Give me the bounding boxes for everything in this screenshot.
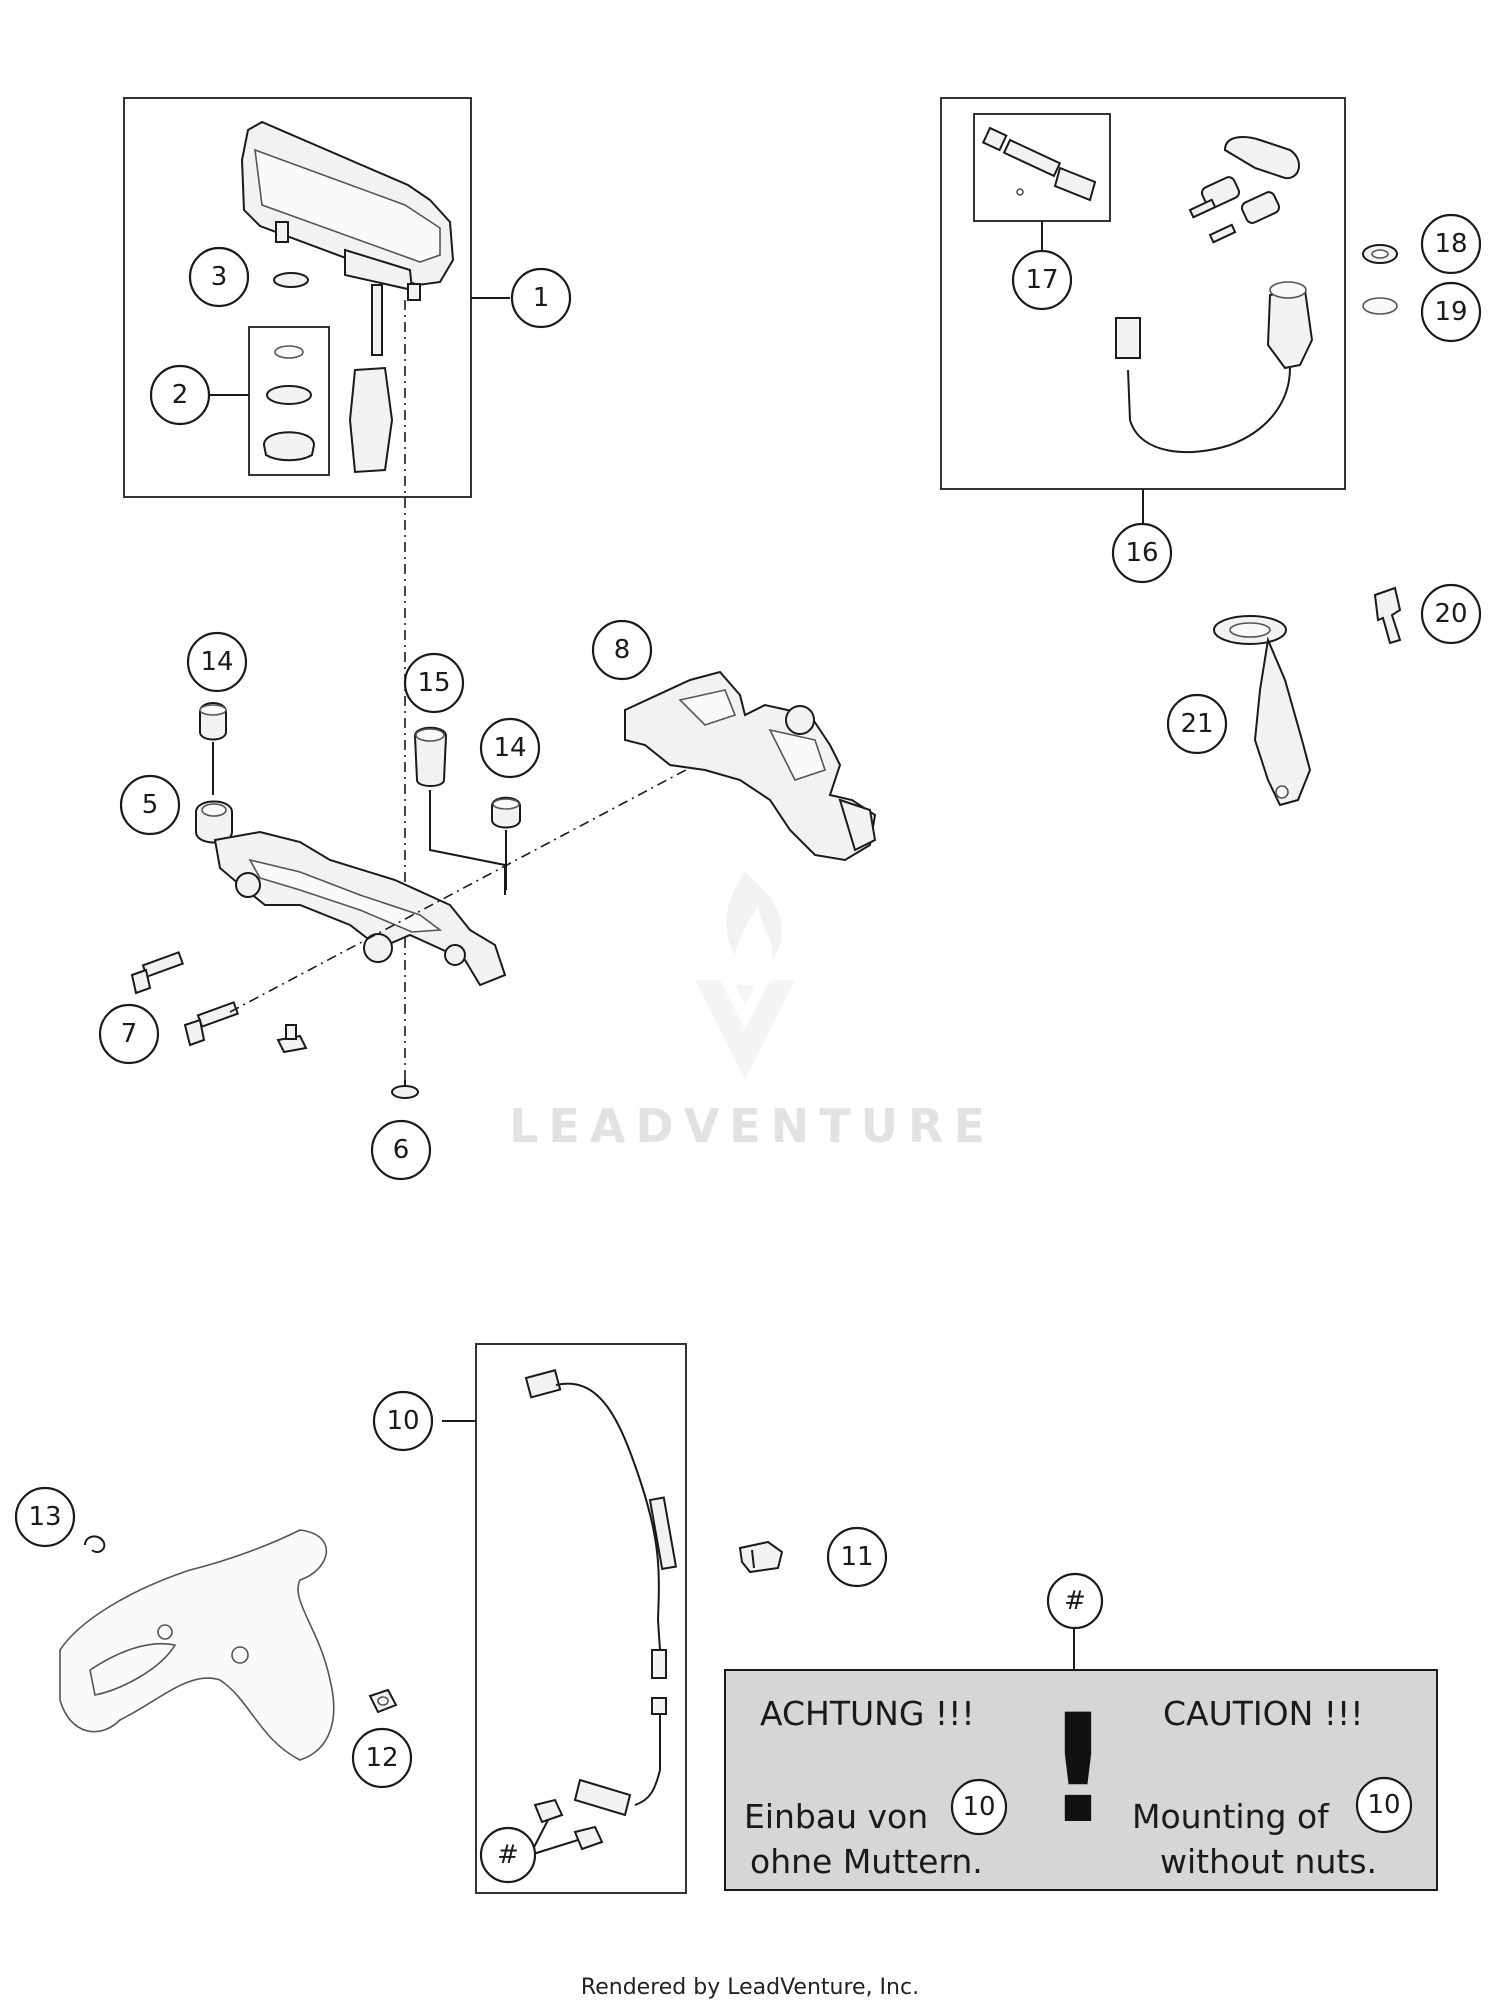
callout-21: 21	[1166, 693, 1228, 755]
svg-text:7: 7	[121, 1019, 138, 1049]
holder-21-part	[1213, 615, 1312, 807]
seal-set-box	[248, 326, 330, 476]
svg-text:15: 15	[417, 668, 450, 698]
callout-10: 10	[372, 1390, 434, 1452]
screw-7-upper-part	[130, 951, 185, 995]
rubber-bushing-14-left-part	[199, 702, 227, 741]
wiring-harness-box	[475, 1343, 687, 1894]
footer-credit: Rendered by LeadVenture, Inc.	[580, 1975, 920, 2000]
callout-19: 19	[1420, 281, 1482, 343]
caution-ref-left-callout: 10	[950, 1778, 1008, 1836]
callout-3: 3	[188, 246, 250, 308]
caution-ref-right-callout: 10	[1355, 1776, 1413, 1834]
nuts-hash-part	[533, 1798, 604, 1851]
svg-text:#: #	[497, 1840, 519, 1870]
rubber-bushing-15-part	[413, 726, 448, 787]
svg-text:1: 1	[533, 283, 550, 313]
callout-hash-top: #	[1046, 1572, 1104, 1630]
callout-20: 20	[1420, 583, 1482, 645]
svg-text:18: 18	[1434, 229, 1467, 259]
svg-text:19: 19	[1434, 297, 1467, 327]
caution-left-title: ACHTUNG !!!	[760, 1694, 975, 1733]
caution-right-title: CAUTION !!!	[1163, 1694, 1364, 1733]
svg-text:21: 21	[1180, 709, 1213, 739]
holder-bracket-part	[213, 830, 507, 987]
svg-text:11: 11	[840, 1542, 873, 1572]
callout-8: 8	[591, 619, 653, 681]
exclamation-mark-icon: !	[1044, 1683, 1112, 1857]
callout-11: 11	[826, 1526, 888, 1588]
screw-7-lower-part	[183, 1001, 240, 1047]
screw-6-part	[391, 1080, 419, 1099]
svg-text:14: 14	[493, 733, 526, 763]
frame-outline-part	[59, 1529, 335, 1761]
clip-13-part	[84, 1535, 106, 1553]
keys-part	[1188, 136, 1300, 244]
callout-14-left: 14	[186, 631, 248, 693]
callout-1: 1	[510, 267, 572, 329]
ignition-switch-part	[1115, 281, 1314, 454]
caution-left-line2: ohne Muttern.	[750, 1842, 983, 1881]
svg-text:10: 10	[386, 1406, 419, 1436]
svg-text:13: 13	[28, 1502, 61, 1532]
svg-text:16: 16	[1125, 538, 1158, 568]
callout-7: 7	[98, 1003, 160, 1065]
svg-text:10: 10	[1367, 1790, 1400, 1820]
callout-15: 15	[403, 652, 465, 714]
caution-box	[724, 1669, 1438, 1891]
svg-text:2: 2	[172, 380, 189, 410]
washer-19-part	[1362, 297, 1398, 315]
instrument-cluster-part	[240, 120, 455, 474]
callout-13: 13	[14, 1486, 76, 1548]
svg-text:6: 6	[393, 1135, 410, 1165]
svg-text:3: 3	[211, 262, 228, 292]
callout-16: 16	[1111, 522, 1173, 584]
svg-text:12: 12	[365, 1743, 398, 1773]
svg-text:10: 10	[962, 1792, 995, 1822]
svg-text:20: 20	[1434, 599, 1467, 629]
holder-8-part	[624, 670, 877, 862]
callout-5: 5	[119, 774, 181, 836]
clip-11-part	[738, 1540, 784, 1574]
svg-text:14: 14	[200, 647, 233, 677]
seal-set-2-part	[262, 345, 316, 462]
caution-left-line1: Einbau von	[744, 1797, 928, 1836]
wiring-harness-10-part	[524, 1369, 678, 1817]
lock-cylinder-17-part	[981, 126, 1097, 202]
caution-right-line2: without nuts.	[1160, 1842, 1377, 1881]
key-blank-20-part	[1373, 586, 1402, 645]
callout-18: 18	[1420, 213, 1482, 275]
callout-12: 12	[351, 1727, 413, 1789]
svg-text:8: 8	[614, 635, 631, 665]
nut-12-part	[368, 1688, 398, 1714]
svg-text:5: 5	[142, 790, 159, 820]
callout-2: 2	[149, 364, 211, 426]
nut-small-part	[276, 1024, 308, 1054]
bushing-5-part	[195, 800, 233, 844]
caution-right-line1: Mounting of	[1132, 1797, 1330, 1836]
svg-text:#: #	[1064, 1586, 1086, 1616]
watermark-text: LEADVENTURE	[509, 1099, 995, 1153]
svg-text:17: 17	[1025, 265, 1058, 295]
rubber-washer-3-part	[273, 272, 309, 288]
callout-hash-bottom: #	[479, 1826, 537, 1884]
washer-18-part	[1362, 244, 1398, 264]
callout-6: 6	[370, 1119, 432, 1181]
callout-14-right: 14	[479, 717, 541, 779]
watermark-logo-icon	[695, 872, 795, 1080]
callout-17: 17	[1011, 249, 1073, 311]
rubber-bushing-14-right-part	[491, 796, 521, 829]
